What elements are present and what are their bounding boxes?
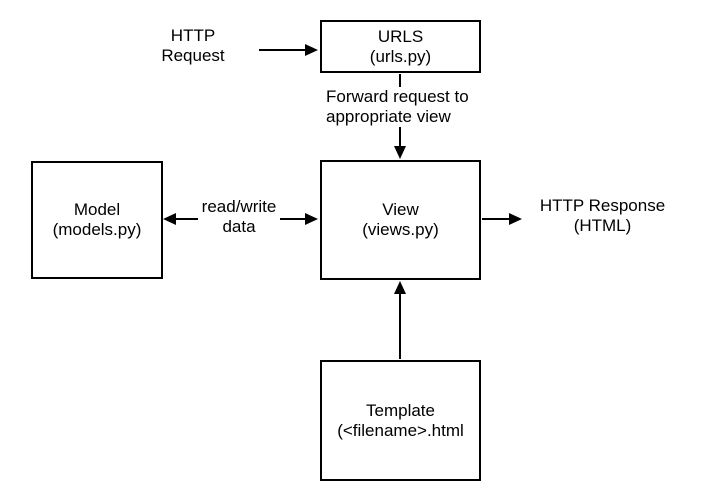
template-box: Template (<filename>.html — [320, 360, 481, 481]
template-box-subtitle: (<filename>.html — [337, 420, 464, 440]
template-box-text: Template (<filename>.html — [337, 401, 464, 441]
read-write-data-label: read/write data — [198, 197, 280, 237]
arrowhead-left-icon — [163, 213, 176, 225]
arrowhead-right-icon — [305, 44, 318, 56]
arrowhead-up-icon — [394, 281, 406, 294]
arrow-request-to-urls-line — [259, 49, 307, 51]
arrowhead-right-icon — [305, 213, 318, 225]
arrow-view-to-response-line — [482, 218, 511, 220]
arrow-template-to-view-line — [399, 293, 401, 359]
model-box-title: Model — [73, 200, 121, 219]
model-box-subtitle: (models.py) — [52, 220, 142, 239]
forward-request-label: Forward request to appropriate view — [324, 87, 471, 127]
urls-box-subtitle: (urls.py) — [369, 46, 432, 66]
arrowhead-down-icon — [394, 146, 406, 159]
view-box: View (views.py) — [320, 160, 481, 280]
urls-box-text: URLS (urls.py) — [370, 27, 431, 67]
arrowhead-right-icon — [509, 213, 522, 225]
model-box: Model (models.py) — [31, 161, 163, 279]
http-response-label: HTTP Response (HTML) — [539, 196, 666, 235]
http-request-label: HTTP Request — [161, 26, 225, 65]
view-box-title: View — [382, 200, 419, 219]
view-box-text: View (views.py) — [362, 200, 439, 240]
model-box-text: Model (models.py) — [53, 200, 142, 240]
view-box-subtitle: (views.py) — [362, 220, 439, 239]
urls-box-title: URLS — [377, 26, 424, 46]
template-box-title: Template — [366, 400, 435, 420]
urls-box: URLS (urls.py) — [320, 20, 481, 73]
